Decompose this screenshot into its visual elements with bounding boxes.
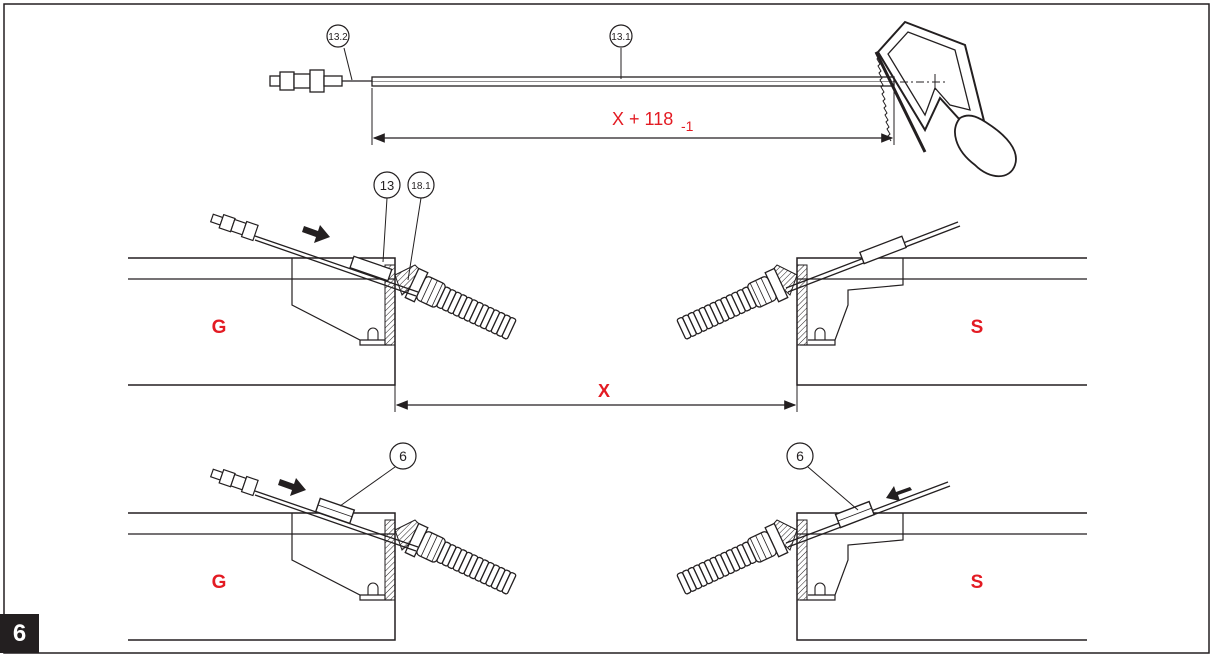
cable-gland-left-top bbox=[404, 267, 517, 341]
housing-s-top-label: S bbox=[971, 317, 984, 338]
callout-13: 13 bbox=[380, 178, 394, 193]
insert-arrow-icon bbox=[302, 225, 330, 243]
figure-number-badge: 6 bbox=[0, 614, 39, 653]
probe-left-top bbox=[209, 213, 419, 297]
probe-right-bottom bbox=[785, 481, 951, 548]
cable-gland-right-bottom bbox=[676, 522, 789, 596]
housing-s-bottom-label: S bbox=[971, 572, 984, 593]
push-arrow-left-icon bbox=[278, 478, 306, 496]
probe-cutting-view: 13.2 13.1 X + 118 -1 bbox=[269, 20, 1017, 178]
hacksaw-icon bbox=[874, 20, 1017, 178]
probe-left-bottom bbox=[209, 468, 419, 552]
cable-gland-right-top bbox=[676, 267, 789, 341]
dimension-top-tolerance: -1 bbox=[681, 118, 694, 134]
probe-right-top bbox=[785, 221, 961, 293]
housing-g-bottom-label: G bbox=[212, 572, 227, 593]
dimension-mid-label: X bbox=[598, 381, 610, 401]
callout-13-1: 13.1 bbox=[611, 32, 631, 43]
callout-18-1: 18.1 bbox=[411, 181, 431, 192]
housing-g-bottom bbox=[128, 512, 426, 641]
callout-6-right: 6 bbox=[796, 448, 804, 464]
callout-13-2: 13.2 bbox=[328, 32, 348, 43]
cable-gland-left-bottom bbox=[404, 522, 517, 596]
callout-6-left: 6 bbox=[399, 448, 407, 464]
housing-g-top-label: G bbox=[212, 317, 227, 338]
dimension-top-label: X + 118 bbox=[612, 109, 673, 129]
diagram-border bbox=[3, 3, 1210, 654]
push-arrow-right-icon bbox=[886, 486, 912, 501]
